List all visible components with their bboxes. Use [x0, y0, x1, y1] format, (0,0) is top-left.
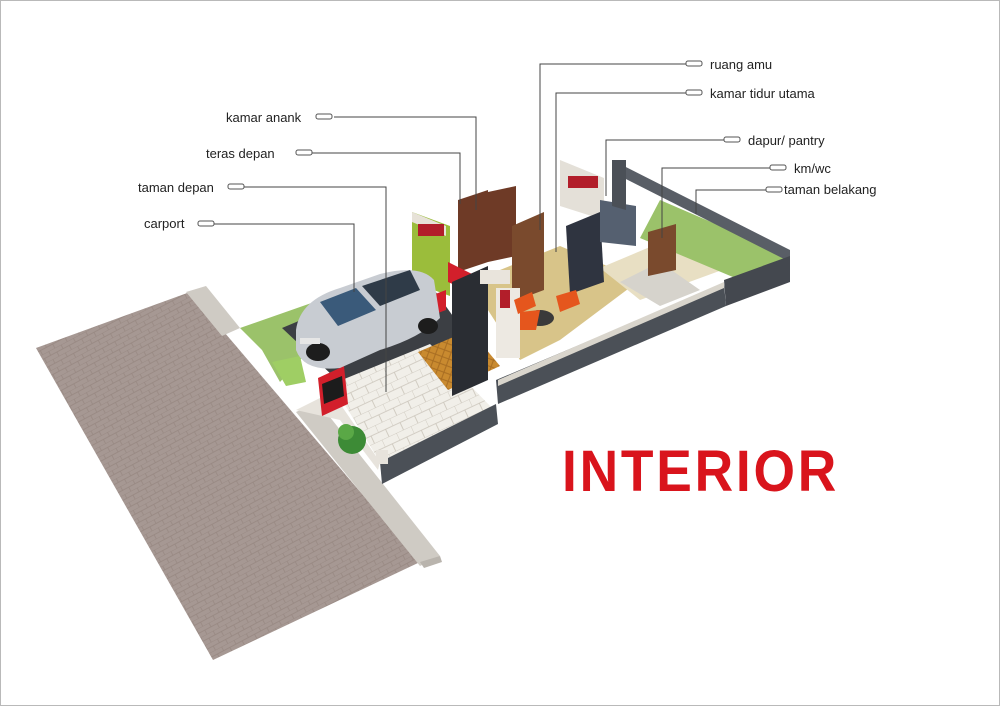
leader-dapur-pantry — [605, 139, 724, 196]
gate-opening — [322, 376, 344, 404]
street-paving — [36, 286, 442, 660]
cap-kamar-tidur-utama — [685, 89, 703, 96]
label-teras-depan: teras depan — [206, 146, 275, 161]
leader-carport — [214, 223, 355, 292]
cap-dapur-pantry — [723, 136, 741, 143]
label-taman-depan: taman depan — [138, 180, 214, 195]
leader-ruang-amu — [539, 63, 686, 230]
cap-carport — [197, 220, 215, 227]
label-dapur-pantry: dapur/ pantry — [748, 133, 825, 148]
leader-km-wc — [661, 167, 770, 238]
car — [296, 270, 440, 369]
exterior-walls — [296, 160, 790, 484]
label-kamar-anank: kamar anank — [226, 110, 302, 125]
cap-teras-depan — [295, 149, 313, 156]
leader-kamar-tidur-utama — [555, 92, 686, 252]
page-title: INTERIOR — [562, 439, 840, 504]
label-carport: carport — [144, 216, 185, 231]
leader-kamar-anank — [334, 116, 477, 210]
cap-ruang-amu — [685, 60, 703, 67]
leader-caps — [197, 60, 787, 227]
label-kamar-tidur-utama: kamar tidur utama — [710, 86, 815, 101]
leader-taman-depan — [240, 186, 387, 392]
leader-taman-belakang — [695, 189, 766, 214]
label-ruang-amu: ruang amu — [710, 57, 773, 72]
cap-taman-depan — [227, 183, 245, 190]
cap-kamar-anank — [315, 113, 333, 120]
leader-teras-depan — [296, 152, 461, 204]
cap-km-wc — [769, 164, 787, 171]
label-taman-belakang: taman belakang — [784, 182, 877, 197]
front-plant — [338, 424, 388, 464]
label-km-wc: km/wc — [794, 161, 831, 176]
interior-walls — [412, 160, 676, 396]
cap-taman-belakang — [765, 186, 783, 193]
leader-lines — [214, 63, 770, 392]
